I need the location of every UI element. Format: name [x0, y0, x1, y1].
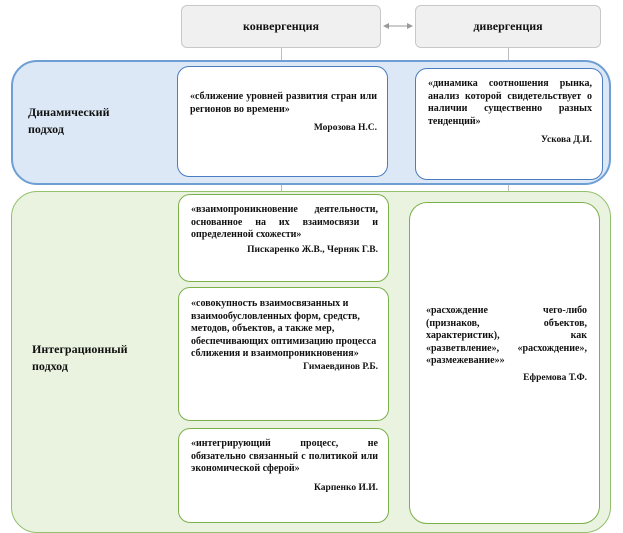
card-author: Ефремова Т.Ф. — [523, 372, 587, 383]
convergence-header-label: конвергенция — [242, 19, 319, 33]
card-author: Пискаренко Ж.В., Черняк Г.В. — [247, 244, 378, 255]
card-integration-divergence: «расхождение чего-либо (признаков, объек… — [409, 202, 600, 524]
bidirectional-arrow-icon — [383, 23, 413, 29]
divergence-header: дивергенция — [415, 5, 601, 48]
divergence-header-label: дивергенция — [473, 19, 543, 33]
card-author: Морозова Н.С. — [313, 123, 377, 133]
card-author: Ускова Д.И. — [541, 135, 592, 145]
card-quote: «расхождение чего-либо (признаков, объек… — [426, 305, 587, 366]
card-quote: «взаимопроникновение деятельности, основ… — [191, 204, 378, 240]
convergence-header: конвергенция — [181, 5, 381, 48]
card-dynamic-convergence: «сближение уровней развития стран или ре… — [177, 66, 388, 177]
card-quote: «динамика соотношения рынка, анализ кото… — [428, 78, 592, 127]
card-quote: «совокупность взаимосвязанных и взаимооб… — [191, 298, 377, 359]
dynamic-approach-label: Динамический подход — [28, 105, 110, 136]
card-dynamic-divergence: «динамика соотношения рынка, анализ кото… — [415, 68, 603, 180]
integration-approach-label: Интеграционный подход — [32, 342, 128, 373]
card-author: Карпенко И.И. — [314, 482, 378, 493]
card-integration-convergence-1: «взаимопроникновение деятельности, основ… — [178, 194, 389, 282]
card-author: Гимаевдинов Р.Б. — [303, 361, 378, 372]
card-quote: «сближение уровней развития стран или ре… — [190, 91, 377, 115]
card-integration-convergence-3: «интегрирующий процесс, не обязательно с… — [178, 428, 389, 523]
card-quote: «интегрирующий процесс, не обязательно с… — [191, 438, 378, 474]
card-integration-convergence-2: «совокупность взаимосвязанных и взаимооб… — [178, 287, 389, 421]
